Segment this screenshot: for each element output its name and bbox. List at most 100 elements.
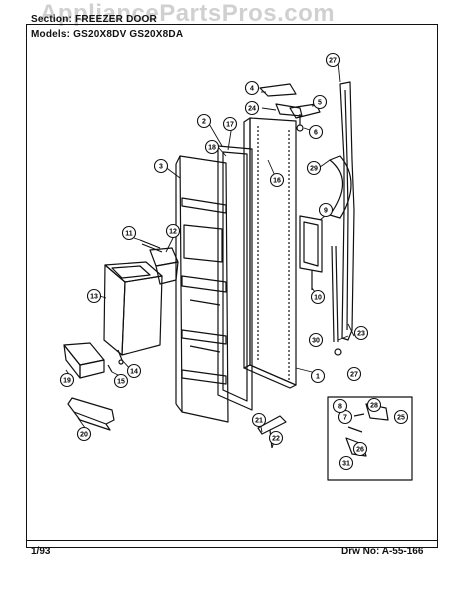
door-outer-panel [243, 117, 297, 389]
callout-label: 16 [273, 178, 281, 185]
callout-16: 16 [269, 172, 285, 188]
callout-29: 29 [306, 160, 322, 176]
callout-20: 20 [76, 426, 92, 442]
callout-2: 2 [196, 113, 212, 129]
callout-circle [86, 288, 102, 304]
lower-bin [63, 342, 105, 379]
callout-label: 10 [314, 295, 322, 302]
callout-circle [244, 80, 260, 96]
callout-label: 8 [338, 404, 342, 411]
callout-label: 27 [329, 58, 337, 65]
callout-circle [196, 113, 212, 129]
callout-circle [352, 441, 368, 457]
callout-label: 4 [250, 86, 254, 93]
callout-21: 21 [251, 412, 267, 428]
callout-31: 31 [338, 455, 354, 471]
callout-26: 26 [352, 441, 368, 457]
callout-label: 29 [310, 166, 318, 173]
drawing-number: Drw No: A-55-166 [341, 546, 424, 557]
callout-label: 14 [130, 369, 138, 376]
callout-label: 25 [397, 415, 405, 422]
callout-circle [204, 139, 220, 155]
callout-8: 8 [332, 398, 348, 414]
ice-bucket [103, 261, 163, 356]
callout-circle [310, 368, 326, 384]
callout-19: 19 [59, 372, 75, 388]
watermark-text: AppliancePartsPros.com [40, 0, 336, 27]
callout-28: 28 [366, 397, 382, 413]
callout-4: 4 [244, 80, 260, 96]
callout-label: 23 [357, 331, 365, 338]
callout-label: 5 [318, 100, 322, 107]
callout-18: 18 [204, 139, 220, 155]
callout-circle [121, 225, 137, 241]
callout-label: 26 [356, 447, 364, 454]
callout-25: 25 [393, 409, 409, 425]
callout-circle [310, 289, 326, 305]
callout-circle [346, 366, 362, 382]
callout-3: 3 [153, 158, 169, 174]
callout-label: 17 [226, 122, 234, 129]
footer-rule [26, 540, 437, 541]
callout-14: 14 [126, 363, 142, 379]
callout-24: 24 [244, 100, 260, 116]
callout-label: 30 [312, 338, 320, 345]
callout-27: 27 [346, 366, 362, 382]
callout-circle [332, 398, 348, 414]
callout-label: 27 [350, 372, 358, 379]
callout-label: 6 [314, 130, 318, 137]
callout-circle [308, 124, 324, 140]
callout-23: 23 [353, 325, 369, 341]
callout-1: 1 [310, 368, 326, 384]
callout-11: 11 [121, 225, 137, 241]
callout-15: 15 [113, 373, 129, 389]
screw-set [107, 349, 124, 373]
handle-trim [329, 81, 355, 341]
dispenser-cup [149, 247, 179, 285]
callout-label: 24 [248, 106, 256, 113]
door-gasket [217, 145, 253, 411]
callout-27: 27 [325, 52, 341, 68]
callout-circle [76, 426, 92, 442]
spring-clip [139, 239, 163, 253]
callout-13: 13 [86, 288, 102, 304]
callout-label: 13 [90, 294, 98, 301]
door-liner [175, 155, 229, 423]
callout-label: 18 [208, 145, 216, 152]
callout-circle [353, 325, 369, 341]
callout-circle [222, 116, 238, 132]
callout-label: 28 [370, 403, 378, 410]
callout-circle [269, 172, 285, 188]
callout-30: 30 [308, 332, 324, 348]
lower-hinge-rod [331, 245, 342, 356]
callout-10: 10 [310, 289, 326, 305]
diagram-frame [26, 24, 438, 548]
callout-label: 15 [117, 379, 125, 386]
callout-circle [165, 223, 181, 239]
callout-label: 7 [343, 415, 347, 422]
callout-label: 21 [255, 418, 263, 425]
callout-circle [251, 412, 267, 428]
callout-circle [366, 397, 382, 413]
callout-label: 12 [169, 229, 177, 236]
callout-circle [318, 202, 334, 218]
bracket-plate [299, 215, 323, 290]
section-title: Section: FREEZER DOOR [31, 14, 157, 25]
callout-circle [126, 363, 142, 379]
callout-label: 3 [159, 164, 163, 171]
callout-circle [393, 409, 409, 425]
callout-circle [244, 100, 260, 116]
callout-circle [308, 332, 324, 348]
top-hinge-parts [259, 83, 321, 132]
callout-circle [312, 94, 328, 110]
callout-circle [325, 52, 341, 68]
callout-label: 2 [202, 119, 206, 126]
model-line: Models: GS20X8DV GS20X8DA [31, 29, 184, 40]
footer-date: 1/93 [31, 546, 51, 557]
callout-9: 9 [318, 202, 334, 218]
callout-circle [338, 455, 354, 471]
callout-circle [153, 158, 169, 174]
callout-circle [268, 430, 284, 446]
